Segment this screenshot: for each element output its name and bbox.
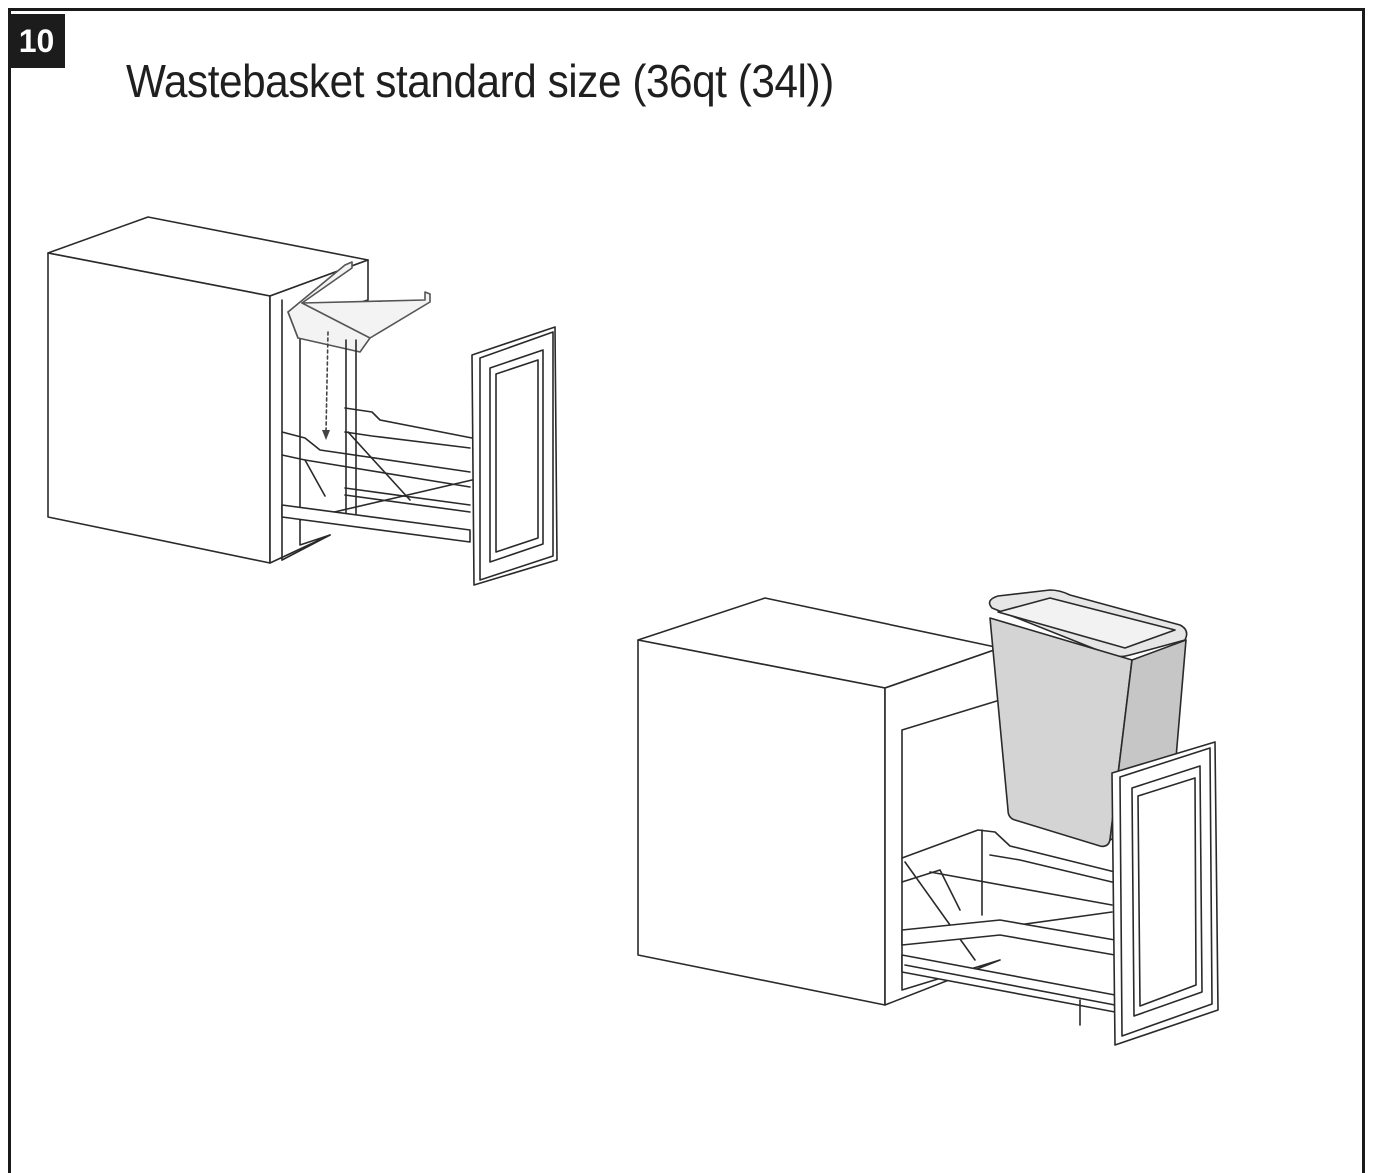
insert-direction-arrow	[325, 331, 329, 433]
cabinet-box-1	[47, 216, 369, 564]
cabinet-door-2	[1111, 741, 1219, 1046]
cabinet-box-2	[637, 597, 1001, 1006]
arrow-head	[322, 430, 330, 440]
lid-holder-tray	[287, 261, 431, 353]
cabinet-door-1	[471, 326, 558, 586]
wire-frame-1	[281, 407, 473, 543]
wire-frame-2	[901, 829, 1116, 1026]
step-number-badge: 10	[8, 14, 65, 68]
page-title: Wastebasket standard size (36qt (34l))	[126, 55, 834, 107]
